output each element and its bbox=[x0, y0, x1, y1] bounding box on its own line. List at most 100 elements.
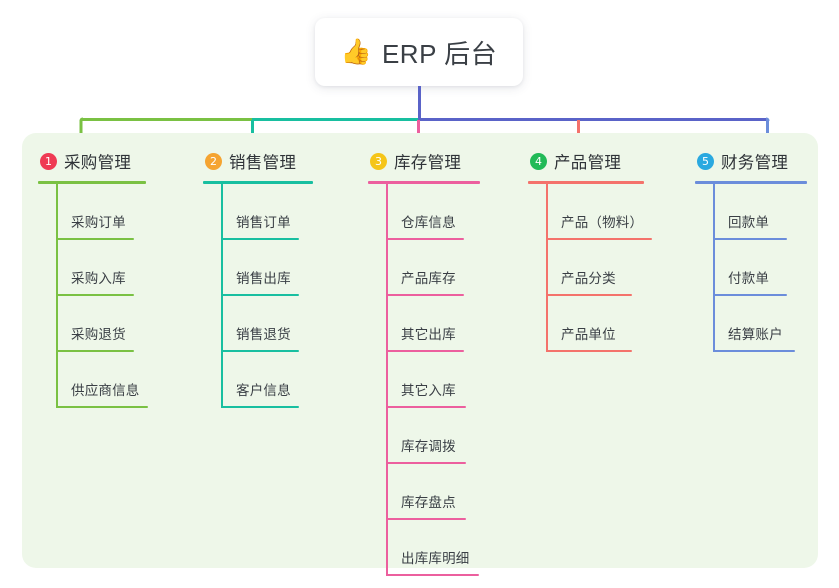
leaf-node-rule bbox=[386, 462, 466, 464]
leaf-node-label: 库存调拨 bbox=[401, 439, 456, 454]
branch-title: 库存管理 bbox=[394, 154, 462, 172]
leaf-node[interactable]: 产品库存 bbox=[368, 240, 528, 296]
leaf-node-rule bbox=[386, 406, 466, 408]
leaf-node[interactable]: 回款单 bbox=[695, 184, 835, 240]
leaf-node-rule bbox=[713, 238, 787, 240]
leaf-node-label: 其它出库 bbox=[401, 327, 456, 342]
branch-spine bbox=[713, 184, 715, 352]
branch-header[interactable]: 1 采购管理 bbox=[38, 146, 188, 176]
leaf-node[interactable]: 客户信息 bbox=[203, 352, 353, 408]
branch-spine bbox=[386, 184, 388, 576]
branch-column: 4 产品管理产品（物料） 产品分类产品单位 bbox=[528, 146, 688, 352]
leaf-node[interactable]: 产品（物料） bbox=[528, 184, 688, 240]
leaf-node-label: 供应商信息 bbox=[71, 383, 140, 398]
branch-children: 产品（物料） 产品分类产品单位 bbox=[528, 184, 688, 352]
leaf-node-label: 客户信息 bbox=[236, 383, 291, 398]
leaf-node[interactable]: 出库库明细 bbox=[368, 520, 528, 576]
branch-header[interactable]: 5 财务管理 bbox=[695, 146, 835, 176]
leaf-node[interactable]: 仓库信息 bbox=[368, 184, 528, 240]
leaf-node[interactable]: 库存调拨 bbox=[368, 408, 528, 464]
branch-children: 仓库信息产品库存其它出库其它入库库存调拨库存盘点出库库明细 bbox=[368, 184, 528, 576]
branch-spine bbox=[56, 184, 58, 408]
branch-column: 2 销售管理销售订单销售出库销售退货客户信息 bbox=[203, 146, 353, 408]
branch-header-rule bbox=[38, 181, 146, 184]
branch-children: 销售订单销售出库销售退货客户信息 bbox=[203, 184, 353, 408]
branch-children: 回款单付款单结算账户 bbox=[695, 184, 835, 352]
leaf-node-rule bbox=[386, 518, 466, 520]
leaf-node-label: 产品库存 bbox=[401, 271, 456, 286]
branch-title: 财务管理 bbox=[721, 154, 789, 172]
leaf-node-rule bbox=[713, 350, 795, 352]
leaf-node-rule bbox=[56, 406, 148, 408]
leaf-node-rule bbox=[546, 238, 652, 240]
branch-header[interactable]: 2 销售管理 bbox=[203, 146, 353, 176]
branch-title: 产品管理 bbox=[554, 154, 622, 172]
leaf-node-label: 其它入库 bbox=[401, 383, 456, 398]
branch-column: 3 库存管理仓库信息产品库存其它出库其它入库库存调拨库存盘点出库库明细 bbox=[368, 146, 528, 576]
branch-spine bbox=[221, 184, 223, 408]
root-node-title: ERP 后台 bbox=[381, 38, 498, 69]
leaf-node-rule bbox=[546, 294, 632, 296]
root-node-card[interactable]: 👍 ERP 后台 bbox=[315, 18, 523, 86]
branch-number-badge: 4 bbox=[530, 152, 547, 170]
leaf-node-rule bbox=[546, 350, 632, 352]
branch-header-rule bbox=[203, 181, 313, 184]
branch-column: 5 财务管理回款单付款单结算账户 bbox=[695, 146, 835, 352]
leaf-node-label: 采购订单 bbox=[71, 215, 126, 230]
leaf-node-rule bbox=[221, 294, 299, 296]
branch-header[interactable]: 4 产品管理 bbox=[528, 146, 688, 176]
branch-column: 1 采购管理采购订单采购入库采购退货供应商信息 bbox=[38, 146, 188, 408]
leaf-node-rule bbox=[56, 294, 134, 296]
branch-number-badge: 3 bbox=[370, 152, 387, 170]
leaf-node[interactable]: 其它出库 bbox=[368, 296, 528, 352]
branches-panel: 1 采购管理采购订单采购入库采购退货供应商信息 2 销售管理销售订单销售出库销售退货客… bbox=[22, 133, 818, 576]
branch-title: 销售管理 bbox=[229, 154, 297, 172]
leaf-node[interactable]: 其它入库 bbox=[368, 352, 528, 408]
leaf-node-label: 销售出库 bbox=[236, 271, 291, 286]
leaf-node[interactable]: 供应商信息 bbox=[38, 352, 188, 408]
branch-number-badge: 5 bbox=[697, 152, 714, 170]
leaf-node-label: 仓库信息 bbox=[401, 215, 456, 230]
leaf-node-rule bbox=[386, 574, 479, 576]
leaf-node-label: 产品分类 bbox=[561, 271, 616, 286]
leaf-node-rule bbox=[713, 294, 787, 296]
leaf-node[interactable]: 采购订单 bbox=[38, 184, 188, 240]
leaf-node[interactable]: 产品单位 bbox=[528, 296, 688, 352]
branch-number-badge: 2 bbox=[205, 152, 222, 170]
leaf-node-label: 销售订单 bbox=[236, 215, 291, 230]
leaf-node-rule bbox=[221, 238, 299, 240]
branch-header-rule bbox=[368, 181, 480, 184]
leaf-node-label: 结算账户 bbox=[728, 327, 783, 342]
leaf-node-label: 采购退货 bbox=[71, 327, 126, 342]
branch-title: 采购管理 bbox=[64, 154, 132, 172]
leaf-node-rule bbox=[386, 294, 464, 296]
leaf-node[interactable]: 采购退货 bbox=[38, 296, 188, 352]
leaf-node-label: 产品单位 bbox=[561, 327, 616, 342]
branch-header-rule bbox=[528, 181, 644, 184]
leaf-node[interactable]: 付款单 bbox=[695, 240, 835, 296]
leaf-node-label: 采购入库 bbox=[71, 271, 126, 286]
leaf-node[interactable]: 库存盘点 bbox=[368, 464, 528, 520]
leaf-node[interactable]: 销售出库 bbox=[203, 240, 353, 296]
leaf-node-rule bbox=[56, 350, 134, 352]
branch-header[interactable]: 3 库存管理 bbox=[368, 146, 528, 176]
leaf-node[interactable]: 销售订单 bbox=[203, 184, 353, 240]
branch-number-badge: 1 bbox=[40, 152, 57, 170]
leaf-node[interactable]: 采购入库 bbox=[38, 240, 188, 296]
leaf-node-rule bbox=[221, 406, 299, 408]
leaf-node-label: 产品（物料） bbox=[561, 215, 644, 230]
branch-spine bbox=[546, 184, 548, 352]
leaf-node-label: 销售退货 bbox=[236, 327, 291, 342]
leaf-node-rule bbox=[386, 350, 464, 352]
leaf-node-rule bbox=[386, 238, 464, 240]
branch-children: 采购订单采购入库采购退货供应商信息 bbox=[38, 184, 188, 408]
branch-header-rule bbox=[695, 181, 807, 184]
leaf-node-label: 回款单 bbox=[728, 215, 770, 230]
leaf-node-rule bbox=[221, 350, 299, 352]
leaf-node[interactable]: 产品分类 bbox=[528, 240, 688, 296]
leaf-node[interactable]: 销售退货 bbox=[203, 296, 353, 352]
leaf-node-label: 出库库明细 bbox=[401, 551, 470, 566]
leaf-node[interactable]: 结算账户 bbox=[695, 296, 835, 352]
leaf-node-rule bbox=[56, 238, 134, 240]
